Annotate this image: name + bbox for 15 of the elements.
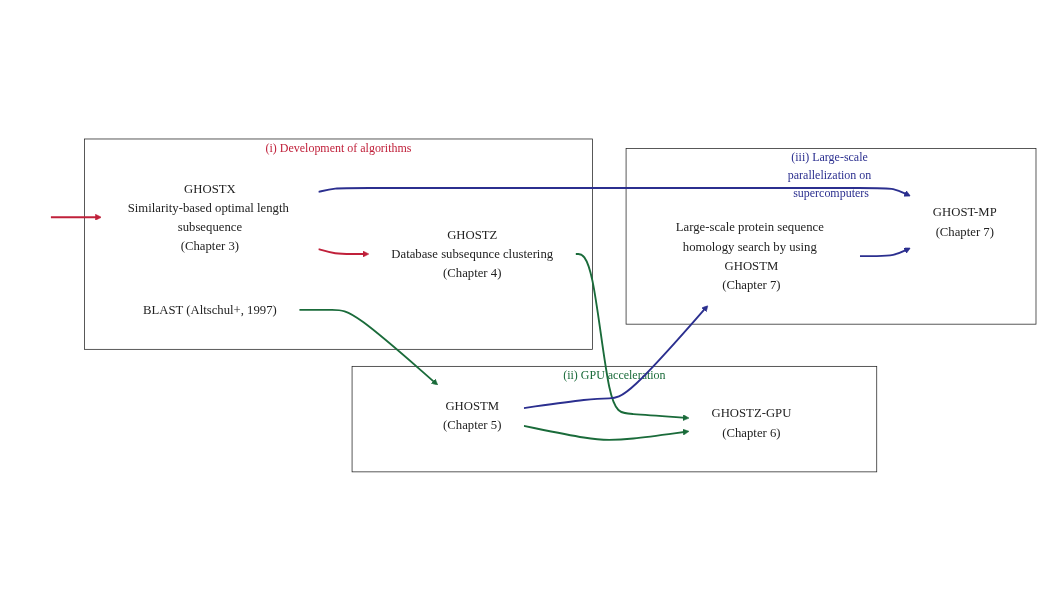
node-text: GHOSTZ Database subsequnce clustering (Chapter 4) — [391, 227, 554, 280]
arrow — [522, 424, 690, 441]
node-text: GHOSTM (Chapter 5) — [443, 398, 502, 432]
arrow — [49, 213, 102, 221]
arrow — [317, 186, 911, 197]
node-text: GHOSTZ-GPU (Chapter 6) — [711, 405, 792, 439]
arrow — [317, 247, 370, 257]
node-text: BLAST (Altschul+, 1997) — [143, 302, 277, 317]
arrow — [858, 247, 911, 257]
arrow — [298, 308, 438, 385]
node-text: Large-scale protein sequence homology search by using GHOSTM (Chapter 7) — [675, 219, 824, 292]
node-text: GHOSTX Similarity-based optimal length subsequence (Chapter 3) — [127, 180, 289, 253]
arrow — [522, 304, 709, 409]
node-text: GHOST-MP (Chapter 7) — [932, 204, 997, 239]
arrow — [574, 252, 690, 421]
